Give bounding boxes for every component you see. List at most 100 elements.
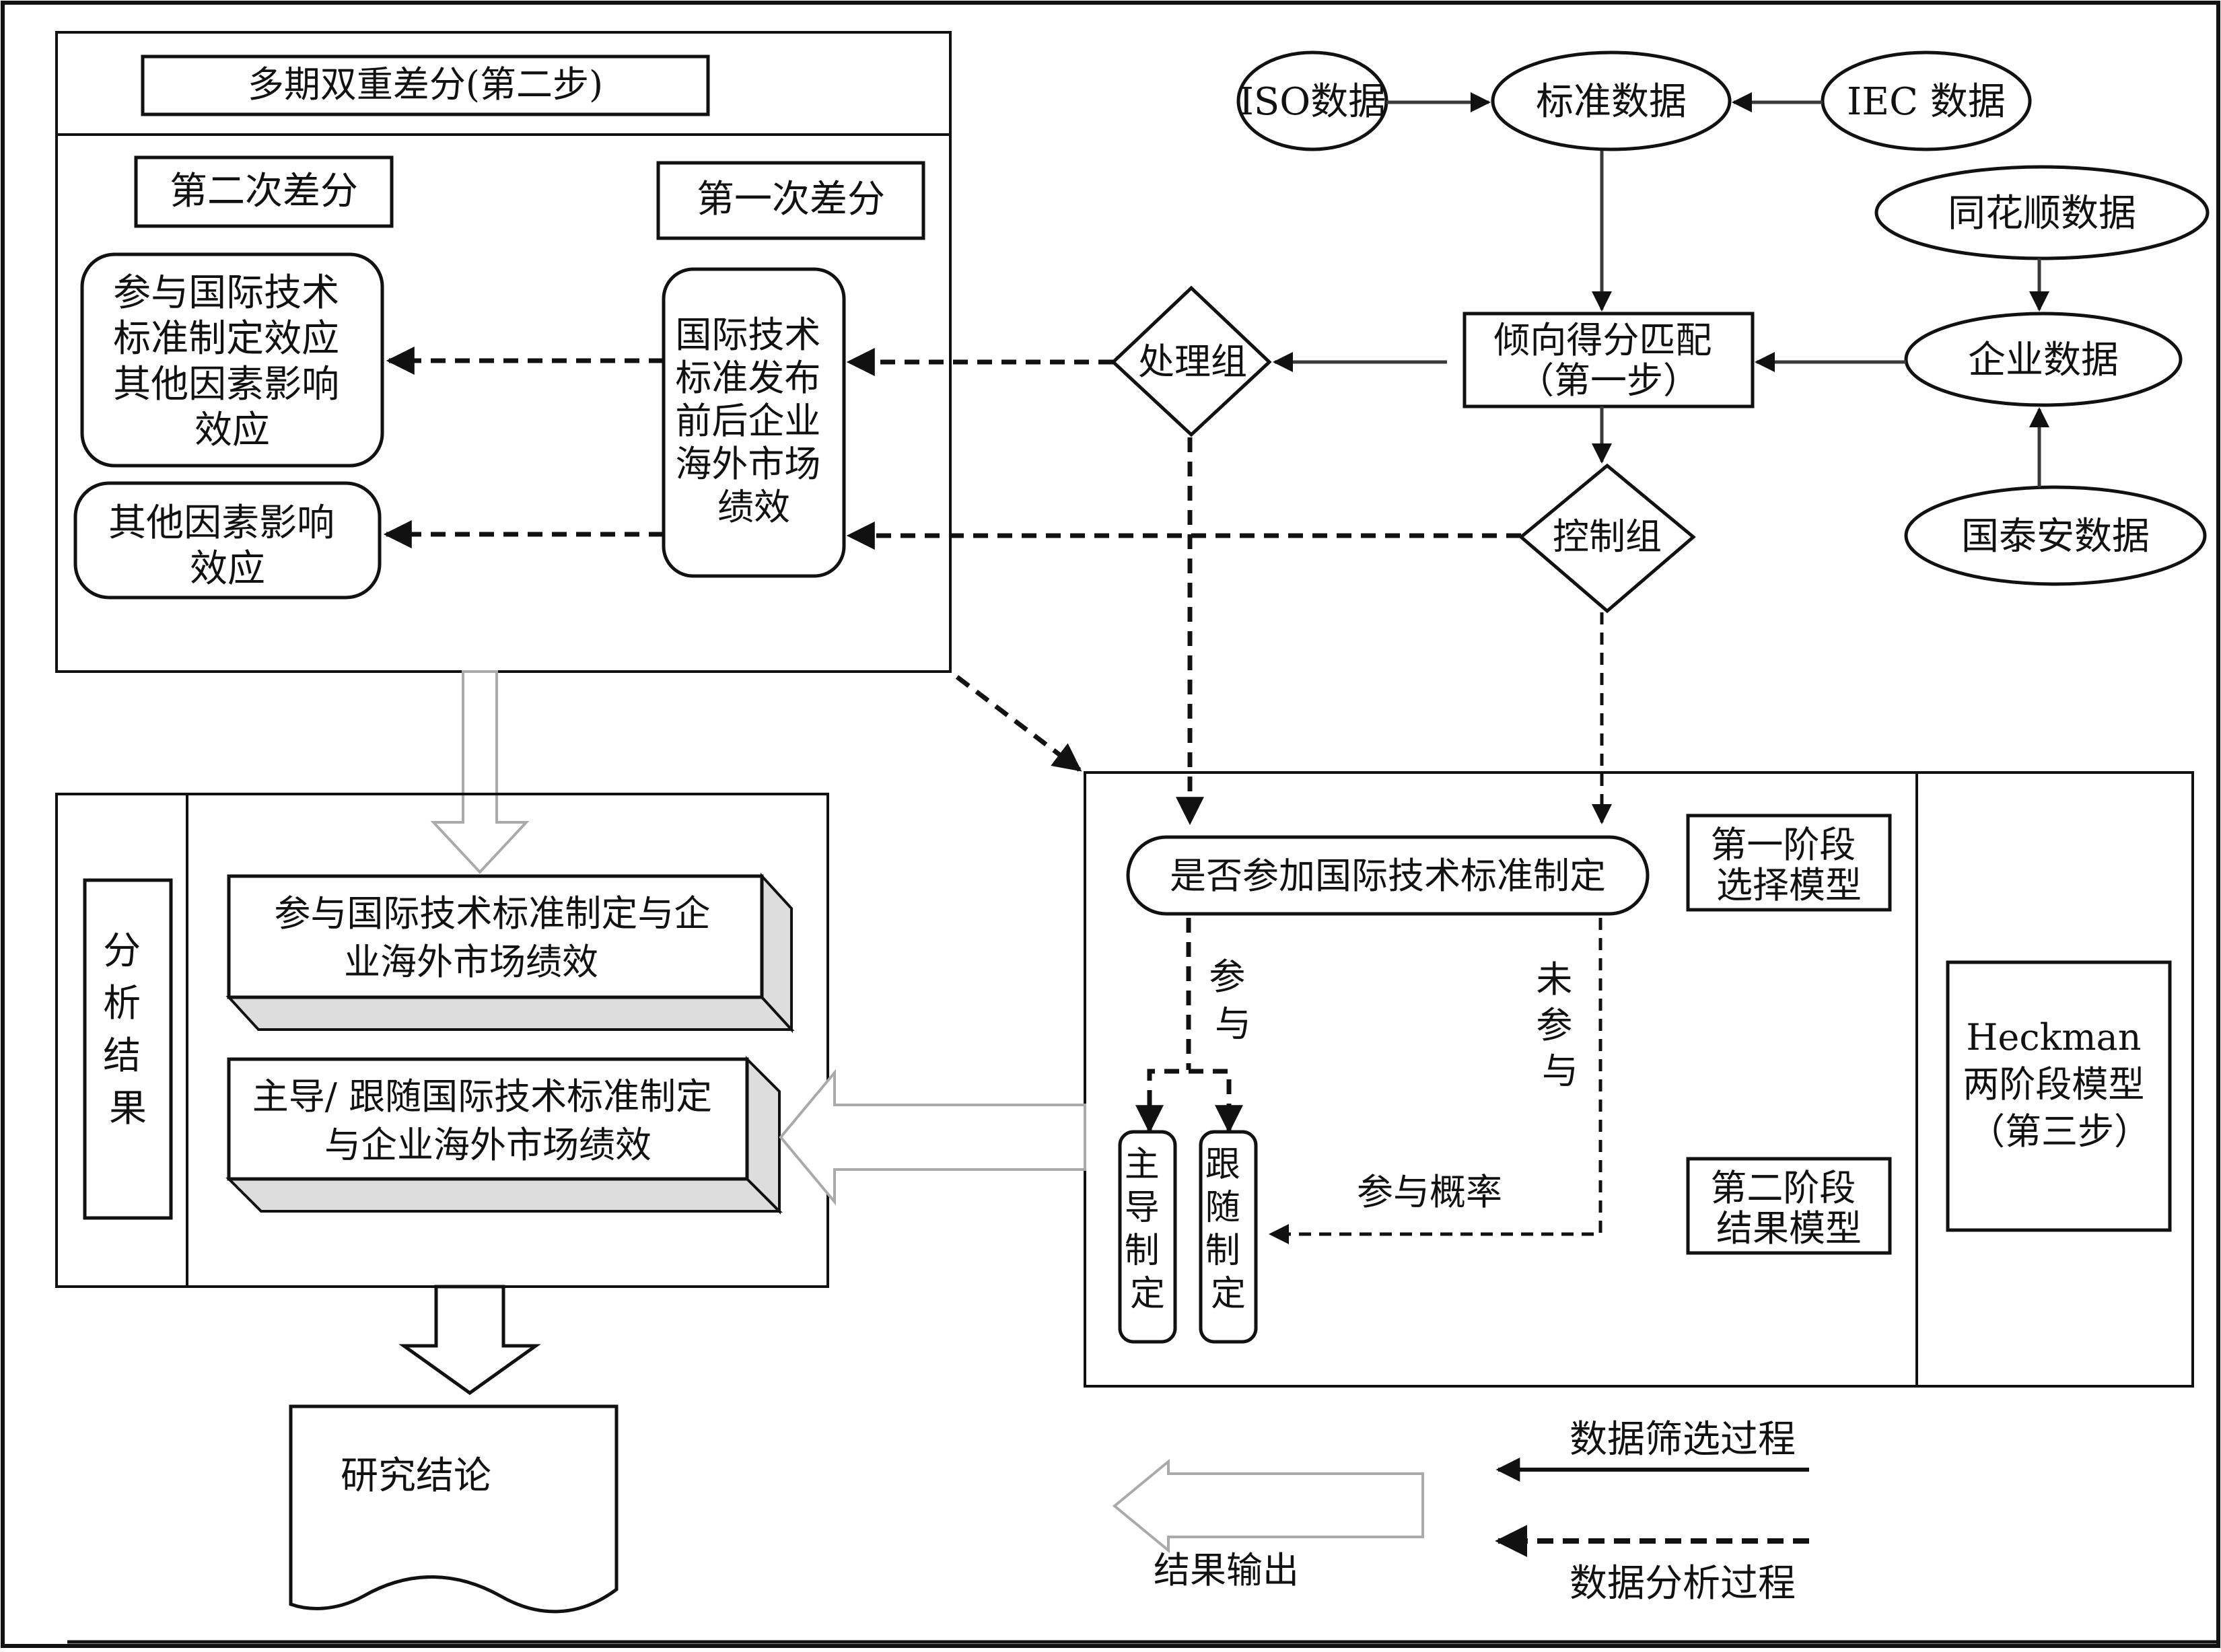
conclusion-section: 研究结论 — [289, 1285, 619, 1614]
result-block1 — [227, 874, 764, 999]
stage2-text: 第二阶段 结果模型 — [1710, 1167, 1867, 1250]
lead-char: 导 — [1125, 1188, 1160, 1228]
other-effect-line: 其他因素影响 — [108, 501, 334, 545]
did-title: 多期双重差分(第二步) — [248, 63, 603, 106]
result-block2-text: 主导/ 跟随国际技术标准制定 与企业海外市场绩效 — [252, 1075, 724, 1166]
treatment-effect-line: 效应 — [195, 408, 270, 452]
iec-data-label: IEC 数据 — [1847, 80, 2006, 124]
legend-analysis-label: 数据分析过程 — [1570, 1562, 1796, 1606]
psm-line: （第一步） — [1518, 359, 1699, 402]
stage2-line: 第二阶段 — [1710, 1167, 1856, 1209]
participate-label: 参 与 — [1209, 956, 1257, 1045]
stage1-line: 第一阶段 — [1710, 824, 1856, 866]
did-panel: 多期双重差分(第二步) 第二次差分 第一次差分 参与国际技术 标准制定效应 其他… — [55, 31, 952, 673]
first-diff-box — [656, 161, 925, 240]
ths-data-node — [1874, 165, 2210, 260]
performance-line: 前后企业 — [675, 400, 820, 442]
follow-char: 定 — [1211, 1274, 1246, 1314]
treatment-effect-line: 参与国际技术 — [113, 271, 339, 315]
lead-char: 制 — [1125, 1231, 1160, 1271]
stage1-line: 选择模型 — [1716, 864, 1862, 906]
follow-box — [1199, 1130, 1258, 1344]
arrow-to-conclusion — [398, 1285, 541, 1396]
performance-box — [662, 267, 846, 578]
result-block1-line: 参与国际技术标准制定与企 — [274, 892, 710, 935]
did-panel-frame — [55, 31, 952, 673]
did-title-box — [141, 55, 710, 116]
lead-text: 主 导 制 定 — [1125, 1145, 1171, 1314]
analysis-panel: 分 析 结 果 参与国际技术标准制定与企 业海外市场绩效 主导/ 跟随国际技术标… — [55, 670, 1086, 1288]
treatment-group-diamond — [1110, 285, 1272, 437]
treatment-effect-line: 其他因素影响 — [113, 363, 339, 406]
legend: 结果输出 数据筛选过程 数据分析过程 — [1112, 1418, 1809, 1606]
analysis-side-char: 果 — [109, 1087, 147, 1130]
lead-char: 定 — [1130, 1274, 1165, 1314]
control-group-label: 控制组 — [1553, 515, 1662, 558]
analysis-side-text: 分 析 结 果 — [103, 929, 153, 1130]
participate-char: 参 — [1209, 956, 1245, 998]
first-diff-label: 第一次差分 — [697, 178, 885, 221]
treatment-group-label: 处理组 — [1138, 340, 1247, 383]
result-block2-line: 与企业海外市场绩效 — [324, 1124, 651, 1166]
psm-text: 倾向得分匹配 （第一步） — [1493, 319, 1723, 402]
gta-data-label: 国泰安数据 — [1961, 515, 2150, 559]
legend-output-label: 结果输出 — [1154, 1549, 1299, 1591]
result-block1-bottom — [225, 996, 795, 1031]
participation-question-box — [1126, 835, 1650, 916]
other-effect-text: 其他因素影响 效应 — [108, 501, 347, 591]
performance-line: 绩效 — [717, 486, 790, 528]
heckman-model-box — [1946, 960, 2172, 1232]
performance-line: 标准发布 — [675, 357, 820, 399]
participate-char: 与 — [1215, 1003, 1251, 1045]
dashed-split-participate — [1147, 1069, 1232, 1129]
dashed-arrow-not-participate — [1269, 918, 1602, 1244]
standard-data-label: 标准数据 — [1536, 80, 1687, 124]
ths-data-label: 同花顺数据 — [1948, 192, 2136, 236]
control-group-diamond — [1518, 463, 1696, 614]
result-block1-line: 业海外市场绩效 — [344, 941, 598, 983]
analysis-side-char: 分 — [103, 929, 141, 973]
legend-output-arrow — [1112, 1458, 1424, 1554]
psm-line: 倾向得分匹配 — [1493, 319, 1712, 361]
not-participate-char: 与 — [1542, 1050, 1578, 1092]
follow-char: 随 — [1205, 1188, 1240, 1228]
heckman-model-text: Heckman 两阶段模型 （第三步） — [1963, 1016, 2156, 1153]
follow-char: 制 — [1205, 1231, 1240, 1271]
result-block2-bottom — [225, 1178, 783, 1213]
enterprise-data-label: 企业数据 — [1968, 338, 2119, 382]
heckman-model-line: 两阶段模型 — [1963, 1063, 2144, 1106]
result-block2 — [227, 1057, 749, 1181]
performance-text: 国际技术 标准发布 前后企业 海外市场 绩效 — [675, 314, 832, 528]
not-participate-char: 未 — [1536, 958, 1572, 1001]
conclusion-label: 研究结论 — [341, 1454, 491, 1498]
lead-char: 主 — [1125, 1145, 1160, 1185]
stage2-line: 结果模型 — [1716, 1207, 1862, 1250]
psm-section: ISO数据 标准数据 IEC 数据 同花顺数据 企业数据 国泰安数据 倾向得分匹… — [846, 50, 2210, 826]
psm-box — [1462, 312, 1755, 408]
conclusion-document — [289, 1404, 619, 1614]
stage1-box — [1686, 814, 1892, 912]
performance-line: 国际技术 — [675, 314, 820, 356]
treatment-effect-line: 标准制定效应 — [113, 317, 339, 361]
lead-box — [1118, 1130, 1177, 1344]
analysis-side-char: 结 — [103, 1034, 141, 1078]
iso-data-label: ISO数据 — [1239, 80, 1386, 124]
standard-data-node — [1491, 50, 1732, 151]
follow-text: 跟 随 制 定 — [1205, 1145, 1252, 1314]
legend-screen-label: 数据筛选过程 — [1570, 1418, 1796, 1462]
result-block2-line: 主导/ 跟随国际技术标准制定 — [252, 1075, 712, 1118]
dashed-arrow-did-to-heckman — [955, 675, 1082, 772]
follow-char: 跟 — [1205, 1145, 1240, 1185]
second-diff-label: 第二次差分 — [170, 170, 358, 213]
participation-question-label: 是否参加国际技术标准制定 — [1170, 855, 1606, 897]
treatment-effect-text: 参与国际技术 标准制定效应 其他因素影响 效应 — [113, 271, 351, 452]
output-arrow-did-to-results — [430, 670, 530, 874]
performance-line: 海外市场 — [675, 443, 820, 485]
gta-data-node — [1904, 485, 2207, 586]
enterprise-data-node — [1904, 312, 2183, 407]
heckman-panel: 是否参加国际技术标准制定 第一阶段 选择模型 第二阶段 结果模型 Heckman… — [1084, 771, 2194, 1388]
not-participate-label: 未 参 与 — [1536, 958, 1584, 1092]
